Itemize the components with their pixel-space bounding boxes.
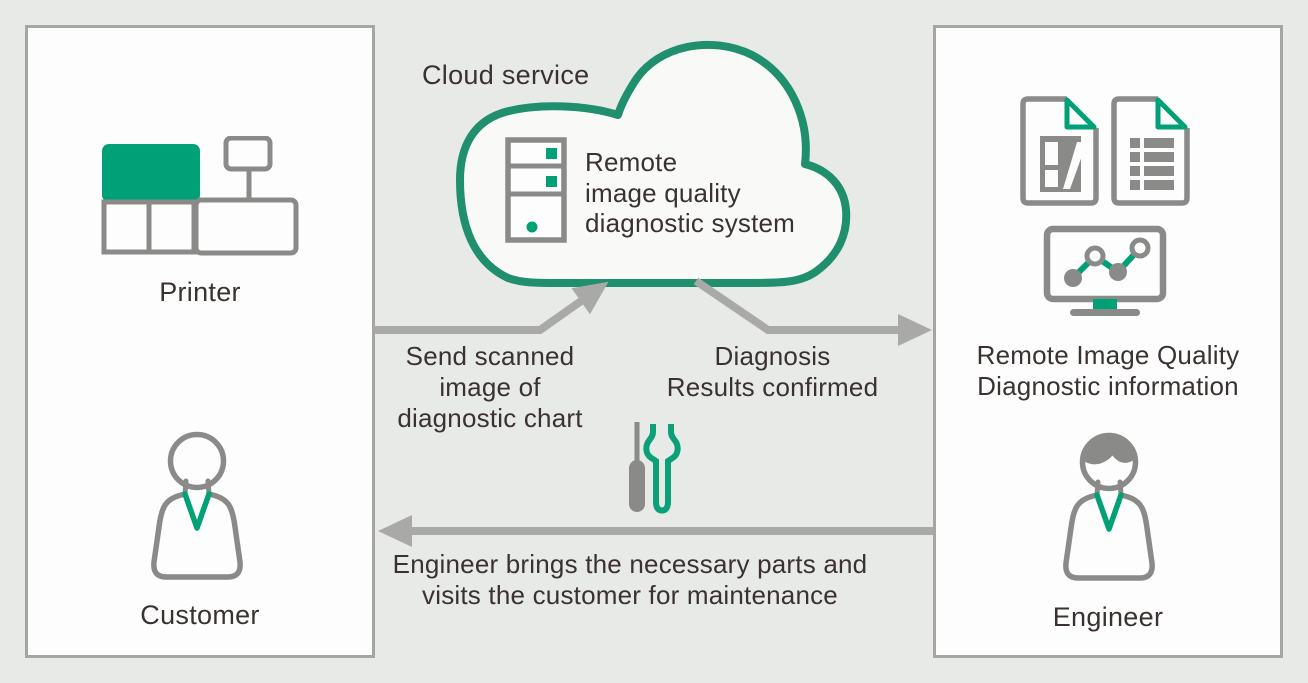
diagnostic-documents [1020, 96, 1190, 206]
customer-icon [151, 431, 243, 580]
screwdriver-icon [629, 422, 645, 512]
visit-arrow-text: Engineer brings the necessary parts and … [392, 549, 868, 610]
engineer-panel: Remote Image Quality Diagnostic informat… [933, 25, 1283, 658]
cloud-service-title: Cloud service [422, 60, 590, 90]
cloud-system-text: Remote image quality diagnostic system [585, 147, 796, 238]
engineer-label: Engineer [1052, 602, 1164, 632]
printer-icon [101, 136, 299, 256]
engineer-hair [1082, 435, 1136, 465]
monitor-chart-icon [1043, 225, 1167, 316]
customer-label: Customer [140, 600, 260, 630]
customer-panel: Printer Customer [25, 25, 375, 658]
diagnosis-arrow-text: Diagnosis Results confirmed [666, 341, 879, 402]
server-icon [505, 137, 567, 243]
wrench-icon [643, 424, 681, 514]
tools-icon [629, 422, 681, 514]
diagnostic-info-text: Remote Image Quality Diagnostic informat… [976, 340, 1240, 401]
printer-label: Printer [159, 277, 241, 307]
arrow-send-to-cloud [375, 281, 609, 334]
send-arrow-text: Send scanned image of diagnostic chart [397, 341, 583, 433]
document-layout-icon [1020, 96, 1099, 206]
engineer-icon [1063, 432, 1155, 581]
document-report-icon [1111, 96, 1190, 206]
